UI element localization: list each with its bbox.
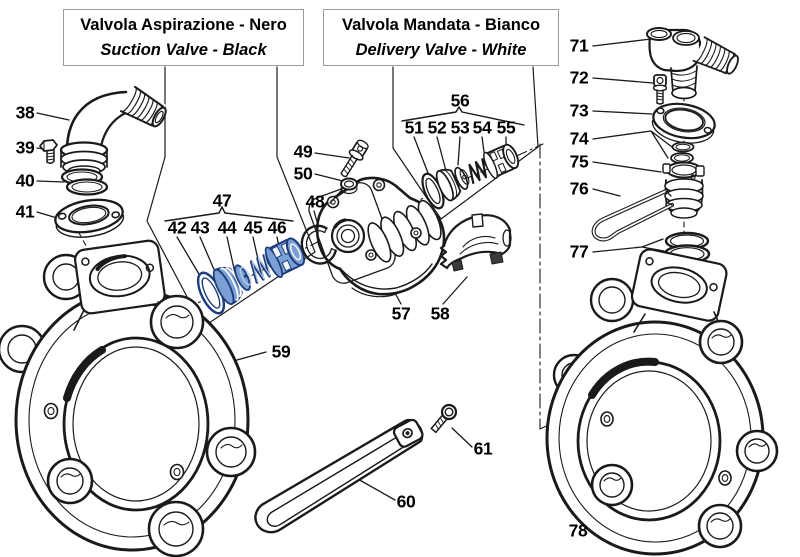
callout-51: 51 — [404, 117, 424, 138]
part-41-flange — [54, 198, 125, 238]
leader-72 — [592, 77, 654, 84]
part-43-valve-seat — [212, 266, 243, 306]
top-flange — [74, 239, 166, 315]
callout-41: 41 — [15, 201, 35, 222]
leader-75 — [592, 161, 662, 173]
part-44-valve-poppet — [234, 264, 252, 291]
part-75-valve-insert — [662, 161, 705, 219]
leader-53 — [457, 136, 461, 166]
delivery-zone-outline — [392, 66, 539, 220]
part-73-flange — [651, 102, 716, 144]
callout-72: 72 — [569, 67, 589, 88]
part-57-manifold — [308, 176, 446, 298]
part-52-valve-seat — [435, 168, 462, 202]
callout-60: 60 — [396, 491, 416, 512]
callout-49: 49 — [293, 141, 313, 162]
callout-46: 46 — [267, 217, 287, 238]
legend-suction-title-english: Suction Valve - Black — [100, 41, 267, 59]
callout-75: 75 — [569, 151, 589, 172]
leader-41 — [36, 211, 58, 219]
leader-76 — [592, 188, 621, 197]
leader-61 — [451, 427, 473, 448]
callout-39: 39 — [15, 137, 35, 158]
front-ports — [46, 294, 257, 557]
leader-58 — [442, 276, 468, 305]
callout-42: 42 — [167, 217, 187, 238]
callout-40: 40 — [15, 170, 35, 191]
lower-neck — [670, 65, 698, 100]
part-61-bolt — [430, 403, 458, 434]
bracket-47 — [164, 206, 294, 222]
callout-76: 76 — [569, 178, 589, 199]
legend-box-delivery: Valvola Mandata - Bianco Delivery Valve … — [323, 9, 559, 66]
callout-57: 57 — [391, 303, 411, 324]
callout-48: 48 — [305, 191, 325, 212]
part-49-bolt — [340, 139, 369, 178]
bracket-56 — [401, 106, 525, 126]
callout-45: 45 — [243, 217, 263, 238]
part-76-retaining-clip — [591, 189, 674, 242]
legend-delivery-title-english: Delivery Valve - White — [355, 41, 527, 59]
callout-58: 58 — [430, 303, 450, 324]
legend-delivery-title-italian: Valvola Mandata - Bianco — [341, 16, 541, 34]
callout-74: 74 — [569, 128, 589, 149]
callout-71: 71 — [569, 35, 589, 56]
part-74-small-rings — [670, 141, 695, 164]
leader-51 — [413, 136, 431, 179]
callout-61: 61 — [473, 438, 493, 459]
part-38-elbow-fitting — [59, 85, 167, 177]
leader-44 — [226, 236, 236, 274]
leader-74 — [592, 130, 673, 159]
top-flange — [630, 248, 728, 322]
callout-54: 54 — [472, 117, 492, 138]
callout-44: 44 — [217, 217, 237, 238]
part-50-nut — [340, 177, 358, 195]
callout-47: 47 — [212, 190, 232, 211]
callout-53: 53 — [450, 117, 470, 138]
leader-50 — [314, 173, 344, 182]
callout-77: 77 — [569, 241, 589, 262]
leader-73 — [592, 110, 653, 115]
callout-78: 78 — [568, 520, 588, 541]
part-39-bolt — [39, 139, 58, 165]
legend-box-suction: Valvola Aspirazione - Nero Suction Valve… — [63, 9, 304, 66]
callout-55: 55 — [496, 117, 516, 138]
part-72-bolt — [652, 74, 668, 105]
callout-56: 56 — [450, 90, 470, 111]
callout-43: 43 — [190, 217, 210, 238]
callout-59: 59 — [271, 341, 291, 362]
front-ports — [590, 319, 779, 549]
callout-73: 73 — [569, 100, 589, 121]
leader-38 — [36, 112, 70, 121]
manifold-ribs — [367, 199, 442, 263]
part-53-valve-poppet — [454, 166, 470, 190]
part-78-valve-casing — [545, 248, 779, 556]
legend-suction-title-italian: Valvola Aspirazione - Nero — [80, 16, 287, 34]
part-51-55-delivery-valve-kit — [421, 143, 520, 210]
leader-71 — [592, 38, 652, 47]
part-46-valve-cage — [264, 237, 306, 279]
part-48-snap-ring — [300, 224, 337, 265]
part-54-spring — [468, 158, 494, 185]
callout-50: 50 — [293, 163, 313, 184]
part-55-valve-cage — [483, 143, 520, 180]
callout-52: 52 — [427, 117, 447, 138]
part-45-spring — [249, 254, 278, 284]
part-42-46-suction-valve-kit — [196, 237, 306, 315]
part-58-clamp — [439, 213, 512, 272]
leader-52 — [436, 136, 447, 172]
callout-38: 38 — [15, 102, 35, 123]
part-40-ring — [60, 168, 109, 196]
part-60-handle-rod — [254, 418, 424, 534]
leader-40 — [36, 180, 65, 183]
part-71-outlet-fitting — [646, 27, 739, 100]
part-59-valve-casing — [0, 239, 257, 557]
leader-49 — [314, 152, 350, 159]
leader-60 — [355, 477, 396, 501]
